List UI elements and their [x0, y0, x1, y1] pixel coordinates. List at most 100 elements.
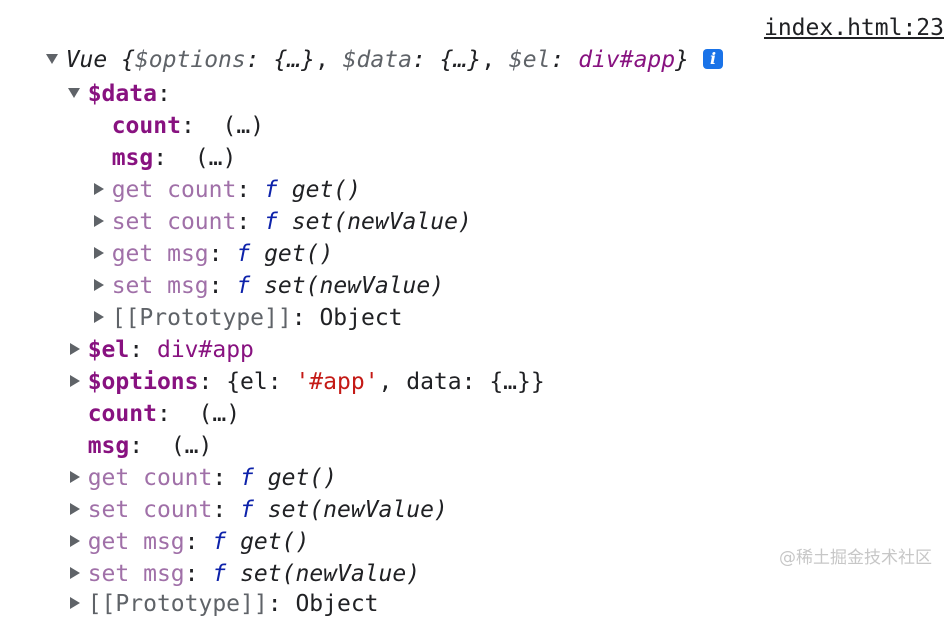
property-key: $el [87, 337, 130, 363]
header-key-options: $options [134, 47, 246, 73]
expand-triangle-icon[interactable] [45, 53, 58, 64]
collapsed-triangle-icon[interactable] [69, 567, 80, 579]
colon: : [180, 113, 195, 139]
property-key: [[Prototype]] [111, 305, 292, 331]
colon: : [184, 529, 199, 555]
string-value: '#app' [295, 369, 379, 395]
property-row[interactable]: msg: (…) [60, 398, 213, 459]
property-key: get count [87, 465, 213, 491]
property-key: set msg [111, 273, 209, 299]
colon: : [208, 273, 223, 299]
function-signature: get() [240, 529, 310, 555]
property-key: $options [87, 369, 199, 395]
collapsed-triangle-icon[interactable] [93, 279, 104, 291]
collapsed-triangle-icon[interactable] [69, 343, 80, 355]
colon: : [550, 47, 565, 73]
colon: : [184, 561, 199, 587]
property-row[interactable]: count: (…) [60, 366, 240, 427]
header-suffix: } [675, 47, 689, 73]
vue-object-header[interactable]: Vue {$options: {…}, $data: {…}, $el: div… [18, 12, 723, 73]
function-symbol: f [240, 497, 254, 523]
colon: : [267, 591, 282, 617]
accessor-row[interactable]: set count: f set(newValue) [42, 462, 448, 523]
options-property-row[interactable]: $options: {el: '#app', data: {…}} [42, 334, 545, 395]
property-key: msg [87, 433, 130, 459]
header-val-el: div#app [578, 47, 676, 73]
accessor-row[interactable]: set count: f set(newValue) [66, 174, 472, 235]
collapsed-triangle-icon[interactable] [93, 183, 104, 195]
property-key: get msg [111, 241, 209, 267]
header-prefix: Vue { [65, 47, 135, 73]
property-value: Object [319, 305, 403, 331]
collapsed-triangle-icon[interactable] [69, 375, 80, 387]
lazy-value[interactable]: (…) [194, 145, 237, 171]
accessor-row[interactable]: set msg: f set(newValue) [66, 238, 444, 299]
header-key-el: $el [508, 47, 551, 73]
colon: : [411, 47, 426, 73]
function-symbol: f [212, 529, 227, 555]
lazy-value[interactable]: (…) [198, 401, 241, 427]
function-signature: set(newValue) [264, 273, 445, 299]
colon: : [236, 209, 251, 235]
function-symbol: f [236, 241, 251, 267]
property-row[interactable]: msg: (…) [84, 110, 237, 171]
function-symbol: f [240, 465, 254, 491]
header-key-data: $data [342, 47, 412, 73]
property-key: set count [111, 209, 237, 235]
accessor-row[interactable]: get count: f get() [66, 142, 361, 203]
accessor-row[interactable]: get msg: f get() [66, 206, 333, 267]
function-signature: get() [264, 241, 334, 267]
function-signature: set(newValue) [291, 209, 472, 235]
collapsed-triangle-icon[interactable] [69, 535, 80, 547]
prototype-row[interactable]: [[Prototype]]: Object [66, 270, 403, 331]
accessor-row[interactable]: get count: f get() [42, 430, 337, 491]
property-key: count [87, 401, 157, 427]
accessor-row[interactable]: set msg: f set(newValue) [42, 526, 420, 587]
function-symbol: f [264, 177, 278, 203]
property-key: get count [111, 177, 237, 203]
colon: : [129, 433, 144, 459]
header-val-options: {…} [273, 47, 315, 73]
collapsed-triangle-icon[interactable] [69, 503, 80, 515]
function-symbol: f [264, 209, 278, 235]
lazy-value[interactable]: (…) [170, 433, 213, 459]
property-key: get msg [87, 529, 185, 555]
collapsed-triangle-icon[interactable] [69, 471, 80, 483]
el-property-row[interactable]: $el: div#app [42, 302, 254, 363]
function-symbol: f [236, 273, 251, 299]
data-property-row[interactable]: $data: [40, 46, 171, 107]
dom-node-value[interactable]: div#app [156, 337, 254, 363]
function-signature: get() [267, 465, 338, 491]
property-row[interactable]: count: (…) [84, 78, 264, 139]
property-key: set count [87, 497, 213, 523]
object-preview-open: {el: [226, 369, 296, 395]
colon: : [129, 337, 144, 363]
colon: : [212, 465, 227, 491]
object-preview-close: } [530, 369, 545, 395]
colon: : [236, 177, 251, 203]
info-icon[interactable]: i [702, 48, 723, 69]
lazy-value[interactable]: (…) [222, 113, 265, 139]
source-link[interactable]: index.html:23 [763, 15, 944, 41]
colon: : [208, 241, 223, 267]
colon: : [291, 305, 306, 331]
function-signature: get() [291, 177, 362, 203]
property-key: set msg [87, 561, 185, 587]
collapsed-triangle-icon[interactable] [69, 597, 80, 609]
colon: : [156, 81, 171, 107]
collapsed-triangle-icon[interactable] [93, 311, 104, 323]
function-symbol: f [212, 561, 227, 587]
colon: : [212, 497, 227, 523]
header-val-data: {…} [439, 47, 482, 73]
object-preview-mid: , data: [378, 369, 490, 395]
colon: : [245, 47, 260, 73]
collapsed-triangle-icon[interactable] [93, 215, 104, 227]
colon: : [153, 145, 168, 171]
prototype-row[interactable]: [[Prototype]]: Object [42, 556, 379, 617]
watermark: @稀土掘金技术社区 [779, 548, 932, 568]
accessor-row[interactable]: get msg: f get() [42, 494, 309, 555]
colon: : [156, 401, 171, 427]
expand-triangle-icon[interactable] [67, 87, 80, 98]
object-preview-data: {…} [489, 369, 531, 395]
collapsed-triangle-icon[interactable] [93, 247, 104, 259]
